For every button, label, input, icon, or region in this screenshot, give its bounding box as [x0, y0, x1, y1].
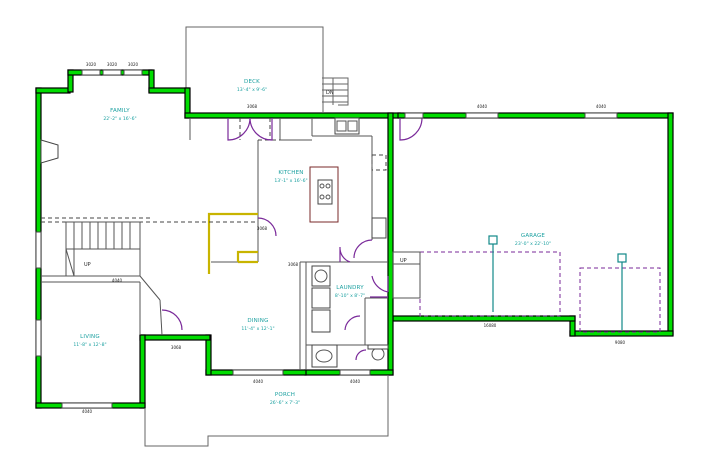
- window-tags: 3020 3020 3020 3068 4040 4040 3068 4040 …: [82, 62, 626, 414]
- dining-name: DINING: [247, 318, 268, 324]
- tag-kitchen-side: 3068: [257, 226, 268, 231]
- tag-family-3: 3020: [128, 62, 139, 67]
- kitchen-name: KITCHEN: [278, 170, 303, 176]
- interior-walls: [41, 118, 388, 370]
- tag-family-1: 3020: [86, 62, 97, 67]
- tag-family-2: 3020: [107, 62, 118, 67]
- half-bath: [311, 344, 389, 368]
- living-name: LIVING: [80, 334, 100, 340]
- laundry-dims: 8'-10" x 8'-7": [335, 293, 365, 299]
- doors: [161, 117, 423, 361]
- deck-name: DECK: [244, 79, 260, 85]
- laundry-stairs-label: UP: [400, 258, 407, 264]
- dining-dims: 11'-4" x 12'-1": [241, 326, 274, 332]
- windows: [35, 69, 618, 409]
- ceiling-lines: [41, 118, 387, 223]
- deck-area: [185, 26, 349, 112]
- living-dims: 11'-8" x 12'-8": [73, 342, 106, 348]
- garage-fixtures: [419, 235, 661, 333]
- fireplace: [40, 139, 59, 164]
- family-dims: 22'-2" x 16'-6": [103, 116, 136, 122]
- garage-name: GARAGE: [521, 233, 546, 239]
- kitchen-dims: 13'-1" x 16'-6": [274, 178, 307, 184]
- tag-garage-door-2: 9080: [615, 340, 626, 345]
- tag-living-bottom: 4040: [82, 409, 93, 414]
- porch-dims: 26'-6" x 7'-3": [270, 400, 300, 406]
- tag-porch-1: 4040: [253, 379, 264, 384]
- tag-garage-2: 4040: [596, 104, 607, 109]
- tag-dining-side: 3068: [171, 345, 182, 350]
- tag-deck-door: 3068: [247, 104, 258, 109]
- kitchen-island: [309, 166, 339, 223]
- room-labels: DECK 13'-4" x 9'-6" FAMILY 22'-2" x 16'-…: [73, 79, 551, 406]
- laundry-name: LAUNDRY: [336, 285, 364, 291]
- tag-garage-1: 4040: [477, 104, 488, 109]
- tag-garage-door-1: 16080: [484, 323, 497, 328]
- tag-living-top: 4040: [112, 278, 123, 283]
- pantry-walls: [207, 212, 258, 274]
- stairs-left: [65, 221, 141, 277]
- kitchen-sink: [334, 117, 360, 135]
- porch-area: [144, 375, 389, 447]
- garage-dims: 23'-0" x 22'-10": [515, 241, 551, 247]
- tag-porch-2: 4040: [350, 379, 361, 384]
- porch-name: PORCH: [275, 392, 295, 398]
- deck-dims: 13'-4" x 9'-6": [237, 87, 267, 93]
- tag-entry: 3068: [288, 262, 299, 267]
- laundry-appliances: [311, 265, 331, 333]
- family-name: FAMILY: [110, 108, 130, 114]
- stairs-up-label: UP: [84, 262, 91, 268]
- garage-steps: [392, 251, 421, 299]
- deck-stairs-label: DN: [326, 90, 334, 96]
- range: [371, 217, 387, 239]
